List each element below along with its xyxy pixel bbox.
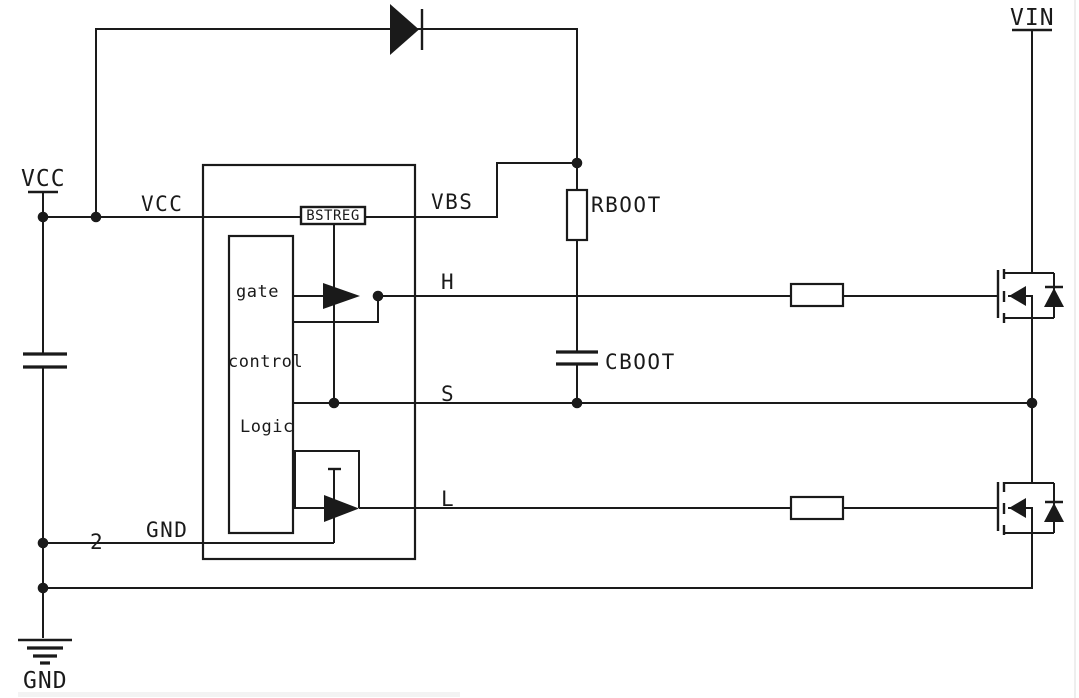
pin-label-gnd: GND <box>146 518 188 542</box>
bottom-return-rail <box>43 533 1033 589</box>
junction-h-output <box>372 290 384 302</box>
low-gate-resistor <box>789 495 845 521</box>
cboot-label: CBOOT <box>605 350 676 374</box>
logic-text-control: control <box>228 352 303 372</box>
cboot-capacitor <box>556 350 598 366</box>
vcc-rail-symbol: VCC <box>21 166 66 194</box>
high-gate-resistor <box>789 282 845 308</box>
hs-driver-triangle <box>323 283 360 309</box>
pin-label-vcc: VCC <box>141 192 183 216</box>
hs-driver-lower-wire <box>293 296 379 323</box>
low-side-mosfet <box>996 482 1064 535</box>
gate-control-logic-block: gate control Logic <box>227 234 303 535</box>
ground-symbol: GND <box>18 638 72 694</box>
vcc-vbs-wire <box>43 162 577 218</box>
rboot-label: RBOOT <box>591 193 662 217</box>
high-side-driver <box>293 283 379 323</box>
logic-text-logic: Logic <box>240 417 294 437</box>
page-edge-artifact <box>18 692 460 697</box>
high-side-mosfet <box>996 269 1064 323</box>
ls-driver-box <box>294 450 360 508</box>
junction-vbs-node <box>571 157 583 169</box>
junction-vcc-diode <box>90 211 102 223</box>
gnd-rail-label: GND <box>23 668 68 694</box>
hs-fet-arrow <box>1009 286 1026 306</box>
pin-label-l: L <box>441 487 455 511</box>
ls-fet-arrow <box>1009 498 1026 518</box>
pin-label-h: H <box>441 270 455 294</box>
low-side-driver <box>293 450 360 543</box>
bstreg-label: BSTREG <box>306 208 360 224</box>
bstreg-block: BSTREG <box>299 205 367 226</box>
junction-gnd-wire <box>37 537 49 549</box>
rboot-resistor <box>565 188 589 242</box>
diode-triangle <box>390 4 419 55</box>
logic-text-gate: gate <box>236 282 279 302</box>
ls-driver-triangle <box>324 495 359 522</box>
junction-dots <box>37 157 1038 594</box>
vcc-capacitor <box>23 352 67 369</box>
junction-bottom-rail <box>37 582 49 594</box>
vin-rail-label: VIN <box>1010 5 1055 31</box>
bootstrap-diode-wire <box>95 28 578 217</box>
vcc-rail-label: VCC <box>21 166 66 192</box>
pin-label-vbs: VBS <box>431 190 473 214</box>
junction-vcc-rail <box>37 211 49 223</box>
vin-rail-symbol: VIN <box>1010 5 1055 32</box>
logic-box <box>227 234 295 535</box>
bootstrap-diode <box>390 4 424 55</box>
driver-ic-outline <box>201 163 417 561</box>
hs-body-diode-triangle <box>1044 288 1064 307</box>
junction-s-cboot <box>571 397 583 409</box>
junction-s-bstreg <box>328 397 340 409</box>
ls-body-diode-triangle <box>1044 503 1064 522</box>
junction-s-switch-node <box>1026 397 1038 409</box>
pin-label-s: S <box>441 382 455 406</box>
